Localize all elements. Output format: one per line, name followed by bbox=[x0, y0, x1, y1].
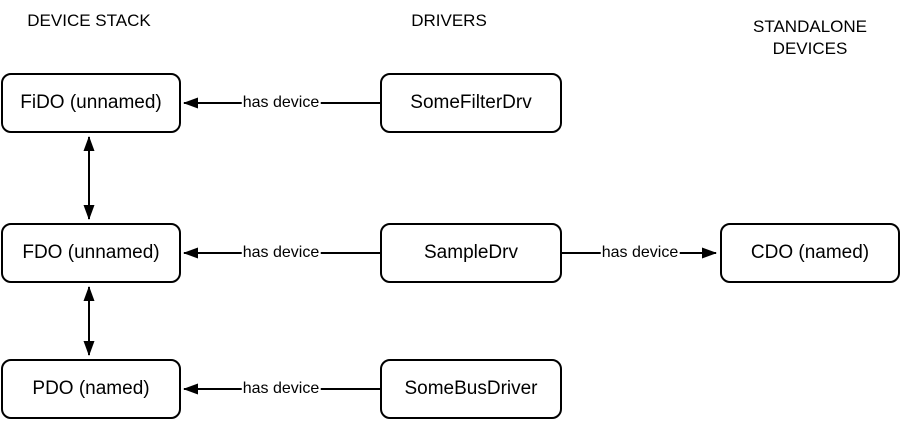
column-header-drivers: DRIVERS bbox=[411, 11, 487, 30]
node-fido: FiDO (unnamed) bbox=[1, 73, 181, 133]
node-fdo: FDO (unnamed) bbox=[1, 223, 181, 283]
node-sampledrv: SampleDrv bbox=[380, 223, 562, 283]
column-header-standalone-devices: STANDALONE DEVICES bbox=[753, 17, 867, 58]
edge-label-has-device-bus-pdo: has device bbox=[241, 380, 321, 398]
node-cdo: CDO (named) bbox=[720, 223, 900, 283]
node-pdo: PDO (named) bbox=[1, 359, 181, 419]
node-somebusdriver: SomeBusDriver bbox=[380, 359, 562, 419]
edge-label-has-device-sample-fdo: has device bbox=[241, 244, 321, 262]
edge-label-has-device-sample-cdo: has device bbox=[600, 244, 680, 262]
node-somefilterdrv: SomeFilterDrv bbox=[380, 73, 562, 133]
edge-label-has-device-filter-fido: has device bbox=[241, 94, 321, 112]
column-header-device-stack: DEVICE STACK bbox=[27, 11, 151, 30]
